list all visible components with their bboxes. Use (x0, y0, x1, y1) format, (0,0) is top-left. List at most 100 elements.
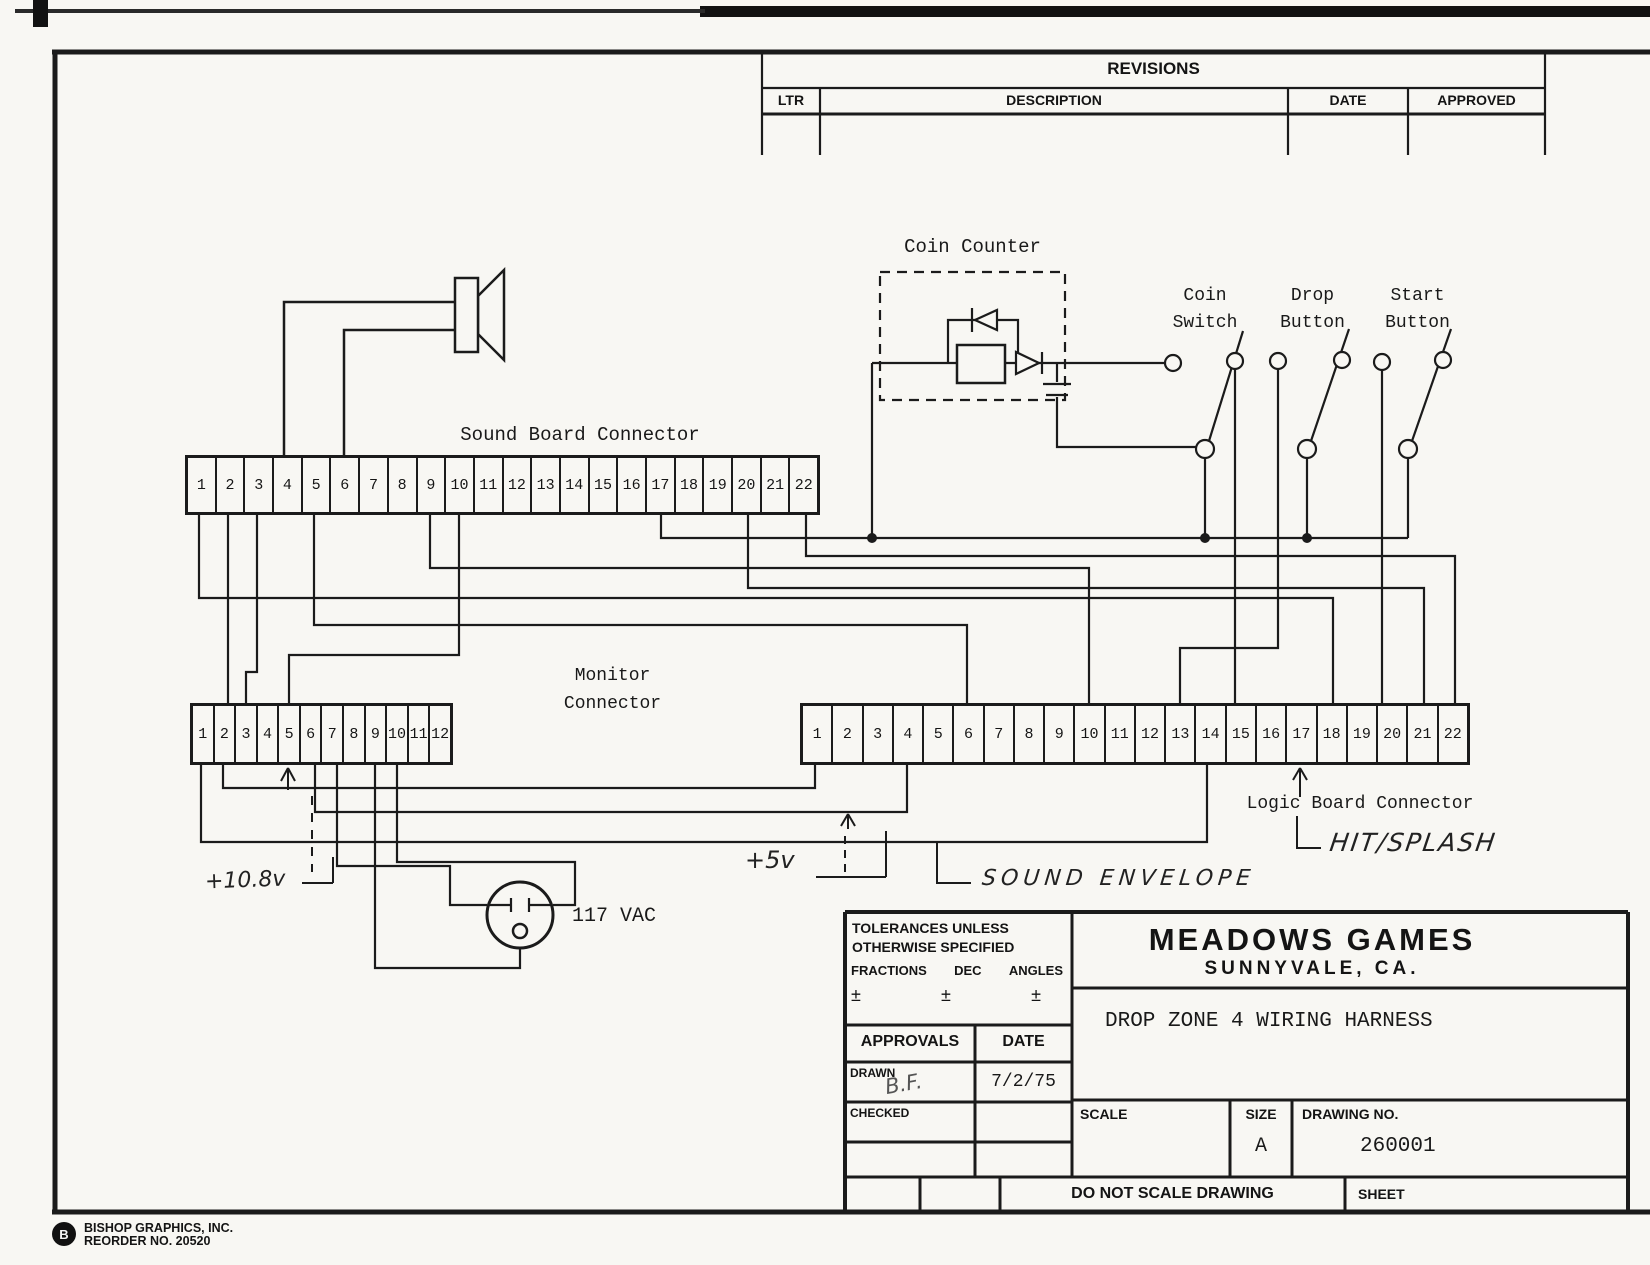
footer-brand-line2: REORDER NO. 20520 (84, 1234, 211, 1248)
pin-number: 22 (1443, 725, 1462, 743)
pin-number: 11 (475, 458, 504, 512)
pin-number: 14 (1196, 706, 1227, 762)
pin-number: 4 (274, 458, 303, 512)
coin-counter-circuit (872, 270, 1196, 449)
pin-number: 22 (794, 476, 813, 494)
revisions-title: REVISIONS (1107, 59, 1200, 78)
pin-number: 12 (431, 725, 450, 743)
harness-wires (197, 363, 1457, 970)
fractions-label: FRACTIONS (851, 963, 927, 978)
dec-label: DEC (954, 963, 982, 978)
hit-splash-label: HIT/SPLASH (1327, 828, 1499, 857)
scale-label: SCALE (1080, 1106, 1128, 1122)
drawn-date-value: 7/2/75 (991, 1072, 1056, 1092)
coin-switch-label-line1: Coin (1183, 286, 1227, 306)
pm-dec: ± (941, 985, 951, 1005)
tolerances-line2: OTHERWISE SPECIFIED (852, 939, 1015, 955)
pin-number: 15 (590, 458, 619, 512)
pin-number: 11 (1106, 706, 1136, 762)
pin-number: 17 (1287, 706, 1318, 762)
pin-number: 14 (561, 458, 590, 512)
pin-number: 8 (344, 706, 366, 762)
size-label: SIZE (1245, 1106, 1277, 1122)
pin-number: 13 (532, 458, 561, 512)
pin-number: 17 (647, 458, 676, 512)
pin-number: 7 (985, 706, 1015, 762)
pin-number: 9 (418, 458, 447, 512)
revisions-col-date: DATE (1329, 92, 1367, 108)
pm-fractions: ± (851, 985, 861, 1005)
monitor-label-line1: Monitor (574, 666, 651, 686)
drop-button-label-line1: Drop (1290, 286, 1335, 306)
pin-number: 20 (733, 458, 762, 512)
revisions-col-ltr: LTR (777, 92, 805, 108)
sheet-label: SHEET (1358, 1186, 1405, 1202)
pin-number: 18 (676, 458, 705, 512)
logic-connector-label: Logic Board Connector (1246, 794, 1474, 814)
pin-number: 11 (409, 706, 431, 762)
pin-number: 2 (833, 706, 864, 762)
revisions-col-approved: APPROVED (1437, 92, 1516, 108)
pin-number: 5 (924, 706, 955, 762)
pin-number: 15 (1227, 706, 1257, 762)
tolerances-pm-row: ± ± ± (845, 985, 1051, 1006)
pin-number: 12 (1136, 706, 1167, 762)
pin-number: 21 (1408, 706, 1439, 762)
pin-number: 5 (279, 706, 301, 762)
vac-label: 117 VAC (572, 905, 657, 928)
pin-number: 12 (504, 458, 533, 512)
pin-number: 3 (864, 706, 894, 762)
pin-number: 9 (1045, 706, 1076, 762)
pin-number: 16 (618, 458, 647, 512)
drop-button-label-line2: Button (1280, 313, 1345, 333)
coin-switch-label-line2: Switch (1172, 313, 1238, 333)
company-name: MEADOWS GAMES (1148, 922, 1476, 957)
drawing-no-label: DRAWING NO. (1302, 1106, 1399, 1122)
power-plug-icon (485, 880, 555, 950)
pin-number: 13 (1166, 706, 1197, 762)
monitor-connector-label: Monitor Connector (540, 662, 685, 718)
logo-letter: B (59, 1226, 69, 1242)
pin-number: 8 (389, 458, 418, 512)
pin-number: 1 (803, 706, 834, 762)
tolerances-columns: FRACTIONS DEC ANGLES (845, 963, 1073, 978)
pin-number: 19 (704, 458, 734, 512)
pin-number: 6 (331, 458, 361, 512)
sound-connector-label: Sound Board Connector (460, 424, 700, 446)
start-button-label-line1: Start (1390, 286, 1445, 306)
pin-number: 1 (193, 706, 215, 762)
drawing-no-value: 260001 (1360, 1135, 1436, 1158)
pin-number: 3 (236, 706, 258, 762)
voltage-5-label: +5v (745, 846, 795, 874)
pin-number: 5 (303, 458, 332, 512)
pin-number: 2 (215, 706, 237, 762)
pin-number: 10 (446, 458, 475, 512)
sound-envelope-label: SOUND ENVELOPE (980, 866, 1257, 891)
bishop-graphics-logo-icon: B (52, 1222, 76, 1246)
monitor-label-line2: Connector (563, 694, 662, 714)
pin-number: 16 (1257, 706, 1288, 762)
speaker-icon (282, 266, 506, 455)
pin-number: 8 (1015, 706, 1046, 762)
pin-number: 2 (217, 458, 246, 512)
drop-button-symbol (1178, 328, 1352, 703)
coin-switch-label: Coin Switch (1150, 283, 1260, 337)
title-block-lines (843, 910, 1630, 1212)
company-city: SUNNYVALE, CA. (1204, 958, 1420, 979)
wire-junction-dots (867, 533, 1312, 543)
drawn-label: DRAWN (850, 1066, 896, 1080)
size-value: A (1254, 1135, 1267, 1158)
pm-angles: ± (1031, 985, 1041, 1005)
drawing-title: DROP ZONE 4 WIRING HARNESS (1105, 1010, 1433, 1033)
footer-brand-line1: BISHOP GRAPHICS, INC. (84, 1221, 234, 1235)
pin-number: 3 (245, 458, 275, 512)
pin-number: 18 (1318, 706, 1348, 762)
scan-artifact-marks (15, 0, 1650, 27)
footer-brand: BISHOP GRAPHICS, INC. REORDER NO. 20520 (84, 1222, 233, 1248)
pin-number: 20 (1378, 706, 1409, 762)
coin-counter-label: Coin Counter (904, 236, 1041, 258)
